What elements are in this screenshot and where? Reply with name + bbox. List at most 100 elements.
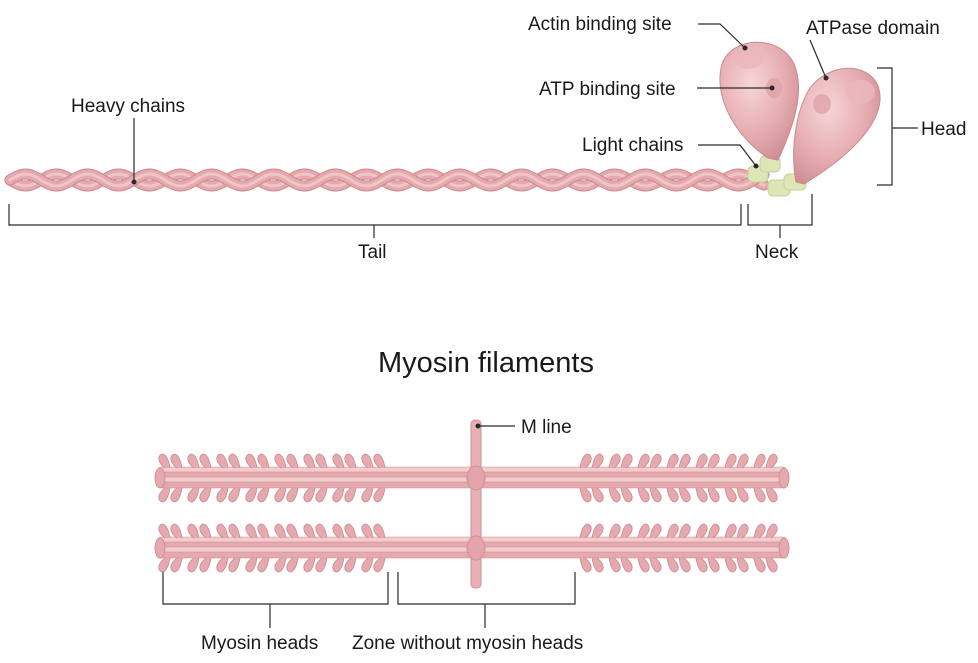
myosin-head [315, 453, 328, 469]
myosin-head [591, 487, 604, 503]
myosin-head [707, 557, 720, 573]
myosin-head [344, 557, 357, 573]
light-chains-shape [747, 155, 807, 197]
myosin-head [245, 453, 258, 469]
myosin-head [344, 523, 357, 539]
myosin-head [765, 557, 778, 573]
myosin-head [228, 487, 241, 503]
top-leader-lines [8, 23, 918, 238]
myosin-head [373, 523, 386, 539]
myosin-head [678, 523, 691, 539]
myosin-head [765, 453, 778, 469]
myosin-head [373, 453, 386, 469]
myosin-head [303, 453, 316, 469]
myosin-head [579, 453, 592, 469]
label-m-line: M line [521, 417, 572, 438]
myosin-head [666, 487, 679, 503]
myosin-head [608, 453, 621, 469]
myosin-head [591, 453, 604, 469]
myosin-head [170, 487, 183, 503]
label-atpase-domain: ATPase domain [806, 18, 940, 39]
myosin-head [620, 487, 633, 503]
myosin-head [286, 487, 299, 503]
myosin-head [274, 487, 287, 503]
myosin-head [199, 487, 212, 503]
myosin-head [245, 487, 258, 503]
myosin-head [695, 487, 708, 503]
label-light-chains: Light chains [582, 135, 683, 156]
myosin-head-1 [719, 41, 800, 161]
myosin-head [361, 487, 374, 503]
myosin-head [637, 453, 650, 469]
myosin-head [373, 487, 386, 503]
filament-end-right [778, 537, 790, 559]
myosin-head [666, 557, 679, 573]
myosin-head [678, 453, 691, 469]
filament-end-left [154, 537, 166, 559]
myosin-head [736, 523, 749, 539]
myosin-head [637, 557, 650, 573]
myosin-head [158, 523, 171, 539]
myosin-head [187, 523, 200, 539]
myosin-head [158, 557, 171, 573]
m-line-rod [466, 419, 486, 589]
myosin-head [228, 453, 241, 469]
myosin-head [678, 557, 691, 573]
myosin-head [707, 523, 720, 539]
myosin-head [228, 557, 241, 573]
label-atp-binding-site: ATP binding site [539, 79, 676, 100]
myosin-head [591, 557, 604, 573]
myosin-head [228, 523, 241, 539]
myosin-head [257, 453, 270, 469]
myosin-head [199, 453, 212, 469]
myosin-head [361, 557, 374, 573]
myosin-head [216, 453, 229, 469]
myosin-filaments [154, 453, 790, 573]
myosin-head [332, 487, 345, 503]
myosin-head [158, 453, 171, 469]
myosin-head [579, 557, 592, 573]
myosin-head [608, 523, 621, 539]
label-myosin-heads: Myosin heads [201, 633, 318, 654]
myosin-head [315, 523, 328, 539]
myosin-head [257, 523, 270, 539]
myosin-head [591, 523, 604, 539]
myosin-head [274, 523, 287, 539]
label-head: Head [921, 119, 966, 140]
myosin-head [361, 453, 374, 469]
myosin-head [286, 557, 299, 573]
myosin-head [620, 453, 633, 469]
bottom-leader-lines [162, 423, 576, 628]
myosin-head [303, 523, 316, 539]
myosin-head [695, 523, 708, 539]
myosin-head [303, 487, 316, 503]
thick-filament-1 [154, 453, 790, 503]
myosin-head [170, 453, 183, 469]
myosin-head [199, 557, 212, 573]
myosin-head [373, 557, 386, 573]
myosin-head [187, 487, 200, 503]
myosin-head [579, 523, 592, 539]
tail-heavy-chains [4, 168, 770, 192]
myosin-head [199, 523, 212, 539]
label-actin-binding-site: Actin binding site [528, 14, 672, 35]
myosin-head [637, 487, 650, 503]
myosin-head [274, 453, 287, 469]
myosin-head [579, 487, 592, 503]
myosin-head [187, 557, 200, 573]
myosin-head [724, 487, 737, 503]
label-neck: Neck [755, 242, 799, 263]
myosin-head-2 [793, 67, 881, 185]
label-tail: Tail [358, 242, 387, 263]
myosin-head [753, 557, 766, 573]
filament-end-right [778, 467, 790, 489]
myosin-head [170, 523, 183, 539]
myosin-head [170, 557, 183, 573]
myosin-head [286, 453, 299, 469]
myosin-head [753, 523, 766, 539]
myosin-head [315, 487, 328, 503]
myosin-head [695, 453, 708, 469]
myosin-head [724, 557, 737, 573]
